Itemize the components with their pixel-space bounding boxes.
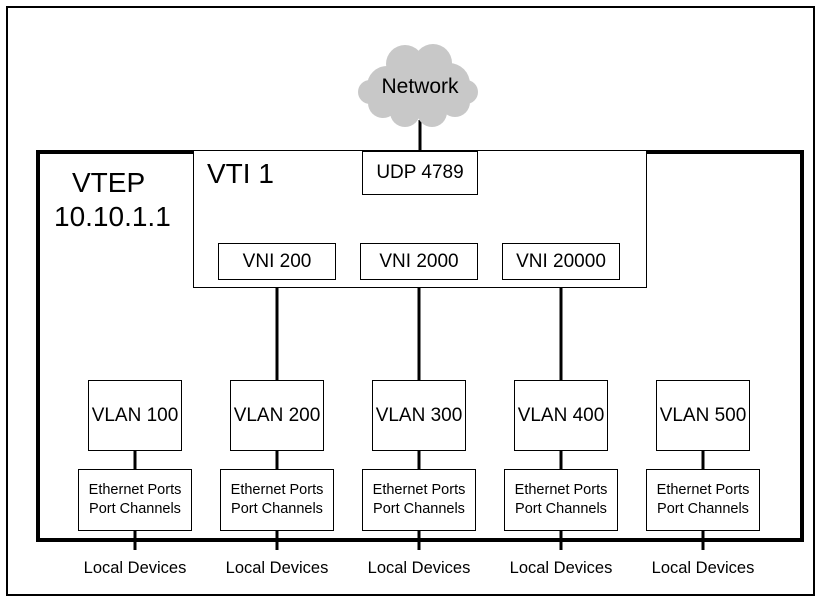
- udp-port-box: UDP 4789: [362, 151, 478, 195]
- network-label: Network: [381, 75, 459, 98]
- port-channels-label: Port Channels: [657, 501, 749, 517]
- ports-box: Ethernet Ports Port Channels: [504, 469, 618, 531]
- ports-box: Ethernet Ports Port Channels: [646, 469, 760, 531]
- ethernet-ports-label: Ethernet Ports: [88, 482, 182, 498]
- ethernet-ports-label: Ethernet Ports: [372, 482, 466, 498]
- local-devices-label: Local Devices: [509, 559, 613, 577]
- vlan-box: VLAN 400: [514, 380, 608, 451]
- port-channels-label: Port Channels: [515, 501, 607, 517]
- vlan-box: VLAN 100: [88, 380, 182, 451]
- vlan-box: VLAN 500: [656, 380, 750, 451]
- vlan-box: VLAN 300: [372, 380, 466, 451]
- local-devices-label: Local Devices: [83, 559, 187, 577]
- ethernet-ports-label: Ethernet Ports: [514, 482, 608, 498]
- vni-box: VNI 2000: [360, 243, 478, 280]
- ethernet-ports-label: Ethernet Ports: [230, 482, 324, 498]
- ports-box: Ethernet Ports Port Channels: [220, 469, 334, 531]
- local-devices-label: Local Devices: [651, 559, 755, 577]
- local-devices-label: Local Devices: [367, 559, 471, 577]
- port-channels-label: Port Channels: [373, 501, 465, 517]
- vtep-title: VTEP: [72, 167, 146, 198]
- vni-box: VNI 20000: [502, 243, 620, 280]
- network-cloud-icon: [358, 44, 478, 127]
- vti-title: VTI 1: [207, 158, 274, 189]
- vtep-address: 10.10.1.1: [54, 201, 171, 232]
- port-channels-label: Port Channels: [231, 501, 323, 517]
- ports-box: Ethernet Ports Port Channels: [362, 469, 476, 531]
- local-devices-label: Local Devices: [225, 559, 329, 577]
- vni-box: VNI 200: [218, 243, 336, 280]
- ports-box: Ethernet Ports Port Channels: [78, 469, 192, 531]
- ethernet-ports-label: Ethernet Ports: [656, 482, 750, 498]
- port-channels-label: Port Channels: [89, 501, 181, 517]
- outer-frame: [6, 6, 815, 596]
- vlan-box: VLAN 200: [230, 380, 324, 451]
